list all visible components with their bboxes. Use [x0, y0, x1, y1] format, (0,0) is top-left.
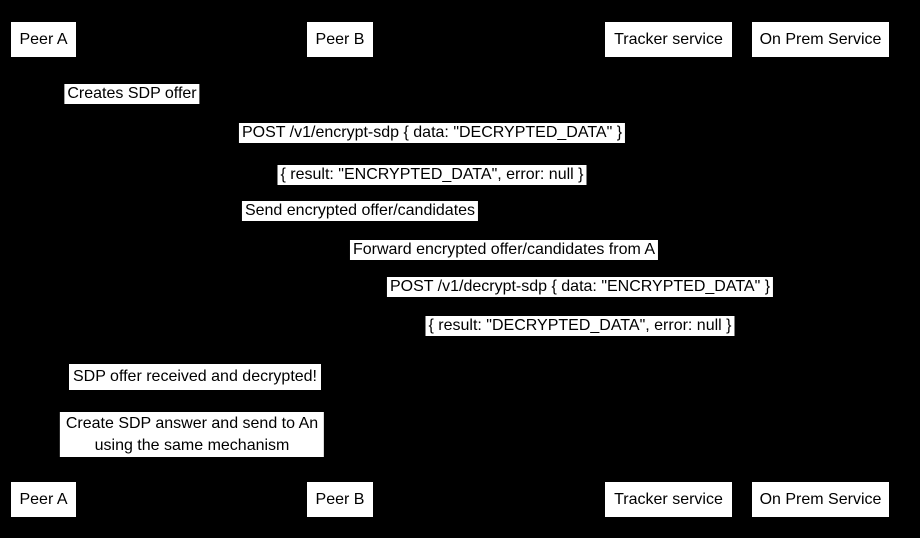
actor-top-tracker-service: Tracker service	[605, 22, 732, 57]
actor-bottom-peer-a: Peer A	[11, 482, 76, 517]
actor-bottom-tracker-service: Tracker service	[605, 482, 732, 517]
actor-bottom-on-prem-service: On Prem Service	[752, 482, 889, 517]
note-create-sdp-answer: Create SDP answer and send to An using t…	[59, 412, 325, 457]
message-post-encrypt-sdp: POST /v1/encrypt-sdp { data: "DECRYPTED_…	[238, 123, 626, 143]
message-encrypt-result: { result: "ENCRYPTED_DATA", error: null …	[277, 165, 587, 185]
message-forward-encrypted-offer: Forward encrypted offer/candidates from …	[349, 240, 659, 260]
actor-top-peer-b: Peer B	[307, 22, 373, 57]
message-send-encrypted-offer: Send encrypted offer/candidates	[241, 201, 479, 221]
actor-bottom-peer-b: Peer B	[307, 482, 373, 517]
label-creates-sdp-offer: Creates SDP offer	[64, 84, 200, 104]
message-post-decrypt-sdp: POST /v1/decrypt-sdp { data: "ENCRYPTED_…	[386, 277, 774, 297]
actor-top-on-prem-service: On Prem Service	[752, 22, 889, 57]
message-decrypt-result: { result: "DECRYPTED_DATA", error: null …	[425, 316, 735, 336]
actor-top-peer-a: Peer A	[11, 22, 76, 57]
note-sdp-offer-received: SDP offer received and decrypted!	[69, 364, 321, 390]
